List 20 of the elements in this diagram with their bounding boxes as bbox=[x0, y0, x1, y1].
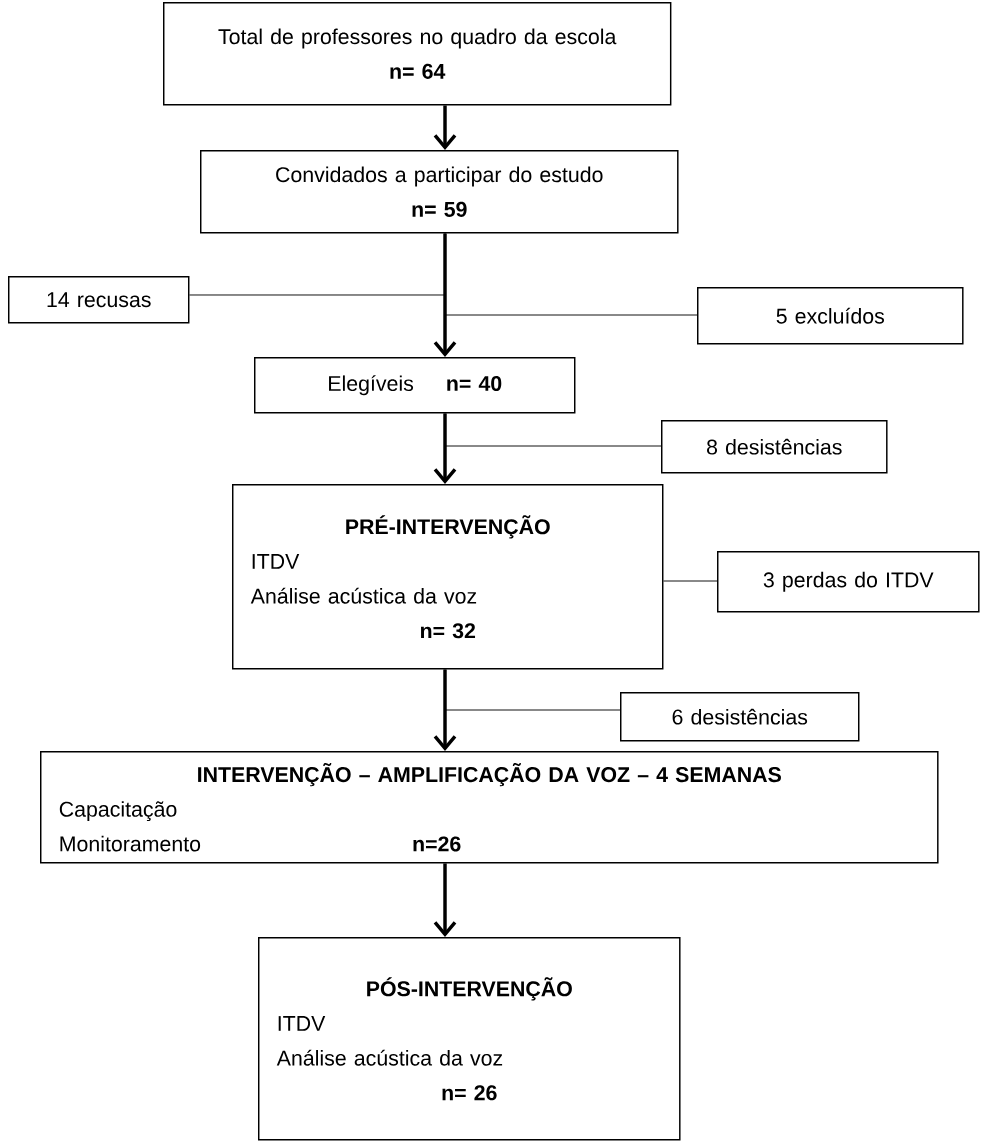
exclusion-box: 3 perdas do ITDV bbox=[717, 551, 980, 613]
process-box: PRÉ-INTERVENÇÃO ITDV Análise acústica da voz n= 32 bbox=[232, 484, 664, 670]
arrow bbox=[433, 669, 457, 751]
process-box: PÓS-INTERVENÇÃO ITDV Análise acústica da voz n= 26 bbox=[258, 937, 681, 1141]
exclusion-box: 6 desistências bbox=[620, 692, 860, 742]
arrow bbox=[433, 233, 457, 357]
connector-line bbox=[444, 412, 662, 447]
arrow bbox=[433, 413, 457, 484]
process-box: Total de professores no quadro da escola n= 64 bbox=[163, 2, 672, 106]
process-box: Convidados a participar do estudo n= 59 bbox=[200, 150, 679, 234]
process-box: Elegíveis n= 40 bbox=[254, 357, 576, 414]
arrow bbox=[433, 863, 457, 938]
connector-line bbox=[663, 580, 718, 582]
exclusion-box: 5 excluídos bbox=[697, 287, 964, 345]
connector-line bbox=[444, 669, 621, 711]
exclusion-box: 14 recusas bbox=[8, 276, 190, 324]
connector-line bbox=[444, 233, 698, 316]
process-box: INTERVENÇÃO – AMPLIFICAÇÃO DA VOZ – 4 SEMANAS Capacitação Monitoramento n=26 bbox=[40, 751, 939, 864]
arrow bbox=[433, 105, 457, 150]
exclusion-box: 8 desistências bbox=[661, 420, 888, 474]
